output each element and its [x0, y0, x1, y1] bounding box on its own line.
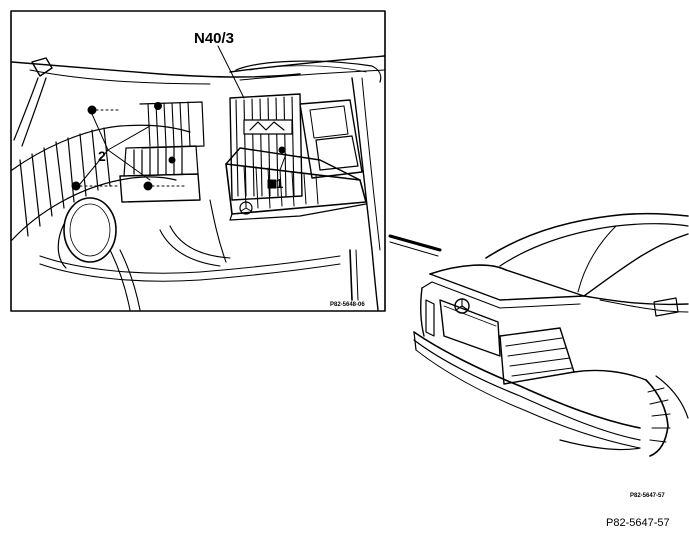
car-figure-code: P82-5647-57 — [630, 493, 665, 499]
inset-detail — [10, 10, 386, 312]
module-label: N40/3 — [194, 30, 235, 47]
inset-figure-code: P82-5648-06 — [330, 302, 365, 308]
leader-lines — [79, 45, 287, 185]
wiring-harness — [39, 199, 359, 311]
pointer-line — [388, 234, 442, 252]
speaker-icon — [63, 197, 117, 263]
inset-frame — [10, 10, 386, 312]
ribbed-duct — [11, 124, 191, 241]
part-2-label: 2 — [98, 148, 106, 164]
car-rear-view — [413, 212, 689, 457]
amplifier-n40-3 — [229, 93, 363, 201]
figure-code: P82-5647-57 — [606, 517, 670, 529]
amplifier-unit-1 — [225, 146, 367, 221]
part-1-label: 1 — [276, 176, 284, 191]
mounting-bracket — [119, 101, 205, 203]
clip-icon — [31, 57, 53, 77]
